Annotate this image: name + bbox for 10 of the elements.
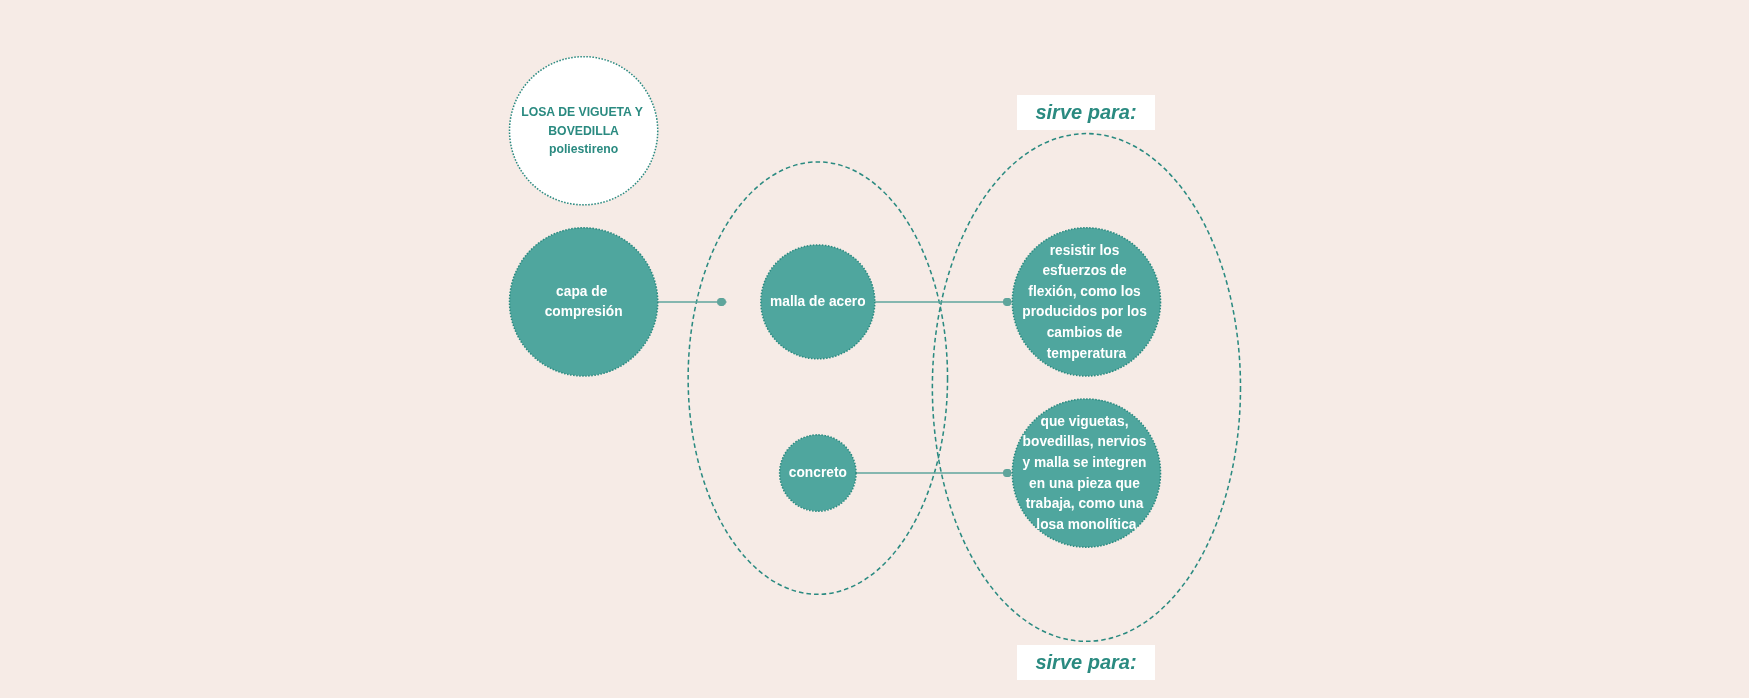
note-label: sirve para:	[1017, 645, 1155, 681]
node-circle: que viguetas, bovedillas, nervios y malla se integren en una pieza que trabaja, como una losa monolítica	[1011, 398, 1161, 548]
node-circle: LOSA DE VIGUETA Y BOVEDILLA poliestireno	[508, 55, 658, 206]
node-circle: concreto	[778, 434, 857, 513]
note-label: sirve para:	[1017, 94, 1155, 130]
node-circle: malla de acero	[759, 244, 876, 360]
node-circle: capa de compresión	[508, 227, 658, 377]
cluster	[686, 161, 948, 596]
cluster	[931, 132, 1241, 643]
node-circle: resistir los esfuerzos de flexión, como los producidos por los cambios de temperatura	[1011, 227, 1161, 377]
